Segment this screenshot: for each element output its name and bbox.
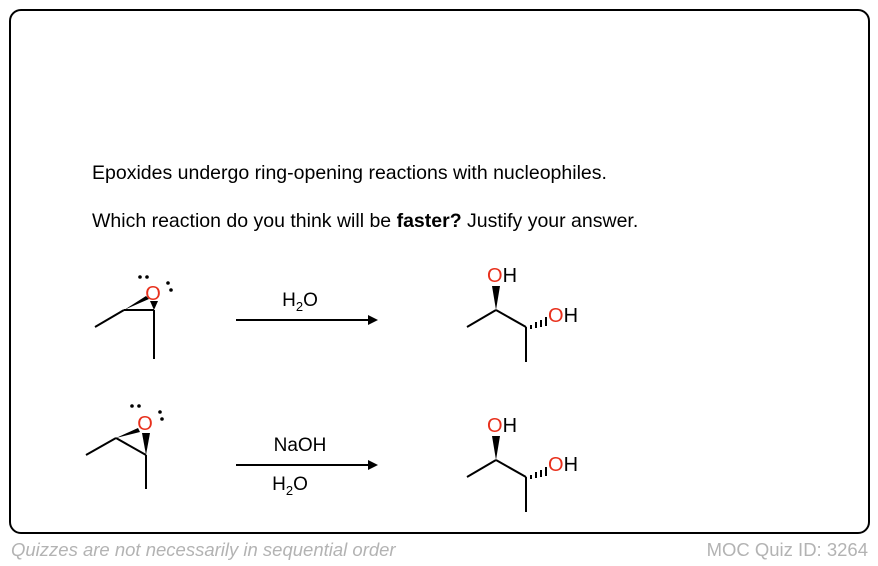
lone-pair-dot — [145, 275, 149, 279]
question-intro: Epoxides undergo ring-opening reactions … — [92, 162, 607, 184]
reaction-2-reagent-above: NaOH — [274, 435, 327, 456]
reagent-subscript: 2 — [286, 483, 293, 498]
epoxide-1-wedge-bond-2 — [150, 301, 158, 310]
product-2-oh-right: OH — [548, 454, 578, 476]
oxygen-label: O — [548, 305, 564, 327]
quiz-id: MOC Quiz ID: 3264 — [706, 539, 868, 560]
quiz-card — [9, 9, 870, 534]
product-1-bond-a — [466, 309, 497, 328]
product-2-oh-top: OH — [487, 415, 517, 437]
reagent-h: H — [282, 290, 296, 311]
hydrogen-label: H — [503, 415, 517, 437]
epoxide-1 — [94, 296, 158, 359]
reagent-subscript: 2 — [296, 299, 303, 314]
reaction-1-reagent: H2O — [282, 290, 318, 314]
hydrogen-label: H — [564, 454, 578, 476]
question-prompt-start: Which reaction do you think will be — [92, 210, 397, 232]
lone-pair-dot — [158, 410, 162, 414]
lone-pair-dot — [169, 288, 173, 292]
hydrogen-label: H — [564, 305, 578, 327]
product-1 — [466, 286, 527, 362]
reaction-2-reagent-below: H2O — [272, 474, 308, 498]
epoxide-2-cc-bond — [115, 437, 147, 456]
product-2-bond-a — [466, 459, 497, 478]
reagent-o: O — [303, 290, 318, 311]
lone-pair-dot — [138, 275, 142, 279]
epoxide-1-wedge-bond — [124, 296, 149, 310]
question-prompt: Which reaction do you think will be fast… — [92, 210, 639, 232]
reagent-o: O — [293, 474, 308, 495]
lone-pair-dot — [137, 404, 141, 408]
product-2 — [466, 436, 527, 512]
question-prompt-emphasis: faster? — [396, 210, 462, 232]
oxygen-label: O — [487, 265, 503, 287]
epoxide-1-oxygen: O — [145, 283, 161, 305]
product-2-hash-oh — [530, 467, 547, 479]
reagent-h: H — [272, 474, 286, 495]
product-1-hash-oh — [530, 317, 547, 329]
epoxide-2-methyl-left-bond — [85, 437, 117, 456]
product-1-wedge-oh — [492, 286, 500, 310]
epoxide-1-methyl-left-bond — [94, 309, 125, 328]
footer-note: Quizzes are not necessarily in sequentia… — [11, 539, 396, 560]
product-1-oh-right: OH — [548, 305, 578, 327]
oxygen-label: O — [548, 454, 564, 476]
product-1-bond-b — [495, 309, 527, 328]
epoxide-2 — [85, 428, 150, 489]
product-1-oh-top: OH — [487, 265, 517, 287]
product-2-bond-b — [495, 459, 527, 478]
oxygen-label: O — [487, 415, 503, 437]
lone-pair-dot — [160, 417, 164, 421]
question-prompt-end: Justify your answer. — [461, 210, 639, 232]
lone-pair-dot — [166, 281, 170, 285]
hydrogen-label: H — [503, 265, 517, 287]
epoxide-2-wedge-bond — [116, 428, 140, 438]
product-2-wedge-oh — [492, 436, 500, 460]
epoxide-2-lone-pairs — [130, 404, 164, 421]
lone-pair-dot — [130, 404, 134, 408]
epoxide-2-oxygen: O — [137, 413, 153, 435]
epoxide-1-lone-pairs — [138, 275, 173, 292]
epoxide-2-wedge-bond-2 — [142, 433, 150, 455]
